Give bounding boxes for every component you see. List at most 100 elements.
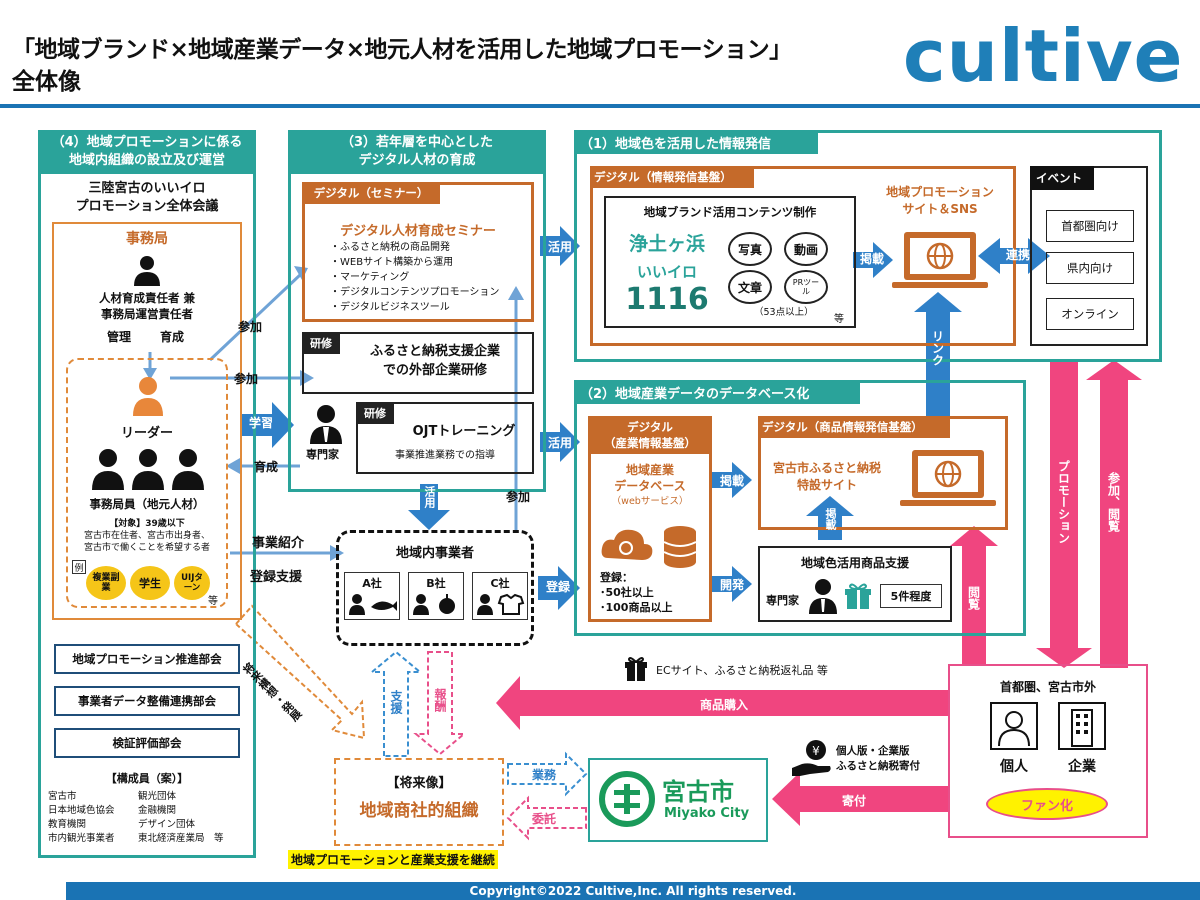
register-support-label: 登録支援 [250,570,303,585]
miyako-city-jp: 宮古市 [662,778,734,806]
section2-header: （2）地域産業データのデータベース化 [574,380,860,404]
content-etc: 等 [834,314,844,325]
product-support-count: 5件程度 [880,584,942,608]
expert-icon [310,405,342,444]
link-label-2: リンク [930,330,945,366]
nurture-flow-label: 育成 [254,460,279,474]
company-c-icon [477,593,525,615]
company-b-icon [413,594,455,615]
section4-header: （4）地域プロモーションに係る 地域内組織の設立及び運営 [38,130,256,174]
badge-etc: 等 [208,596,218,607]
publish-label-1: 掲載 [859,252,884,266]
members-title: 【構成員（案）】 [105,772,189,785]
individual-icon [990,702,1038,750]
header-divider [0,104,1200,108]
staff-icons [92,449,204,490]
publish-label-3: 掲載 [824,508,837,530]
furusato-site-label: 宮古市ふるさと納税 特設サイト [772,461,881,492]
gift-icon [845,583,871,609]
members-list: 宮古市 観光団体 日本地域色協会 金融機関 教育機関 デザイン団体 市内観光事業… [48,791,224,844]
join-label-2: 参加 [234,372,259,386]
badge-side-job: 複業副業 [86,566,126,600]
fans-box [948,664,1148,838]
join-view-label: 参加、閲覧 [1106,472,1121,532]
company-c: C社 [472,572,528,620]
badge-uij: UIJターン [174,566,210,600]
expert-label: 専門家 [306,448,339,461]
section3-header: （3）若年層を中心とした デジタル人材の育成 [288,130,546,174]
company-label: 企業 [1068,759,1096,775]
section1-frame [574,130,1162,362]
page-title: 「地域ブランド×地域産業データ×地元人材を活用した地域プロモーション」 [12,37,792,63]
fanify-badge: ファン化 [986,788,1108,820]
pr-tool-circle: PRツール [784,270,828,304]
product-support-box [758,546,952,622]
seminar-items: ふるさと納税の商品開発 WEBサイト構築から運用 マーケティング デジタルコンテ… [330,240,499,315]
photo-circle: 写真 [728,232,772,266]
leader-icon [133,377,163,416]
use-label-1: 活用 [547,240,572,254]
develop-label: 開発 [719,578,744,592]
miyako-city-emblem [599,771,655,827]
event-prefecture: 県内向け [1046,252,1134,284]
company-a-icon [349,594,397,615]
example-label: 例 [72,560,86,574]
individual-label: 個人 [1000,759,1028,775]
ojt-title: OJTトレーニング [412,424,516,439]
staff-label: 事務局員（地元人材） [89,497,205,511]
text-circle: 文章 [728,270,772,304]
training-tag: 研修 [302,332,340,354]
view-label: 閲覧 [966,586,981,610]
laptop-icon-2 [900,450,996,506]
industry-db-tag: デジタル （産業情報基盤） [588,416,712,454]
join-label-1: 参加 [238,320,263,334]
future-title: 【将来像】 [386,776,452,791]
gift-icon-ec [625,657,647,681]
use-label-down: 活用 [423,486,436,508]
event-tag: イベント [1030,166,1094,190]
miyako-city-box [588,758,768,842]
future-org-name: 地域商社的組織 [359,801,479,821]
promotion-label: プロモーション [1056,460,1071,544]
fans-region: 首都圏、宮古市外 [999,680,1096,694]
committee-evaluation: 検証評価部会 [54,728,240,758]
product-support-expert: 専門家 [766,594,799,607]
future-note: 地域プロモーションと産業支援を継続 [288,850,498,869]
ojt-tag: 研修 [356,402,394,424]
business-label: 業務 [532,768,557,782]
learn-label: 学習 [248,416,273,430]
external-training-box [302,332,534,394]
company-building-icon [1058,702,1106,750]
businesses-title: 地域内事業者 [395,546,474,561]
video-circle: 動画 [784,232,828,266]
donation-hand-icon: ¥ [792,740,831,776]
leader-label: リーダー [120,426,173,441]
manage-label: 管理 [107,330,132,344]
nurture-label: 育成 [160,330,185,344]
badge-student: 学生 [130,566,170,600]
committee-promotion: 地域プロモーション推進部会 [54,644,240,674]
content-title: 地域ブランド活用コンテンツ制作 [643,205,817,219]
use-label-2: 活用 [547,436,572,450]
page-subtitle: 全体像 [12,69,81,95]
purchase-label: 商品購入 [700,698,749,712]
industry-db-label: 地域産業 データベース （webサービス） [611,463,689,507]
event-tokyo: 首都圏向け [1046,210,1134,242]
expert-icon-2 [809,579,837,614]
council-label: 三陸宮古のいいイロ プロモーション全体会議 [75,181,219,214]
event-online: オンライン [1046,298,1134,330]
reward-label: 報酬 [433,688,447,712]
entrust-label: 委託 [532,812,557,826]
registration-info: 登録： ･50社以上 ･100商品以上 [600,571,673,614]
company-b: B社 [408,572,464,620]
info-platform-tag: デジタル（情報発信基盤） [590,166,754,188]
promo-site-label: 地域プロモーション サイト＆SNS [886,185,994,216]
publish-label-2: 掲載 [719,474,744,488]
ojt-sub: 事業推進業務での指導 [395,450,495,461]
cloud-database-icon [601,526,697,568]
footer-bar: Copyright©2022 Cultive,Inc. All rights r… [66,882,1200,900]
training-text: ふるさと納税支援企業 での外部企業研修 [369,344,500,378]
register-label: 登録 [545,580,570,594]
introduce-label: 事業紹介 [252,536,305,551]
